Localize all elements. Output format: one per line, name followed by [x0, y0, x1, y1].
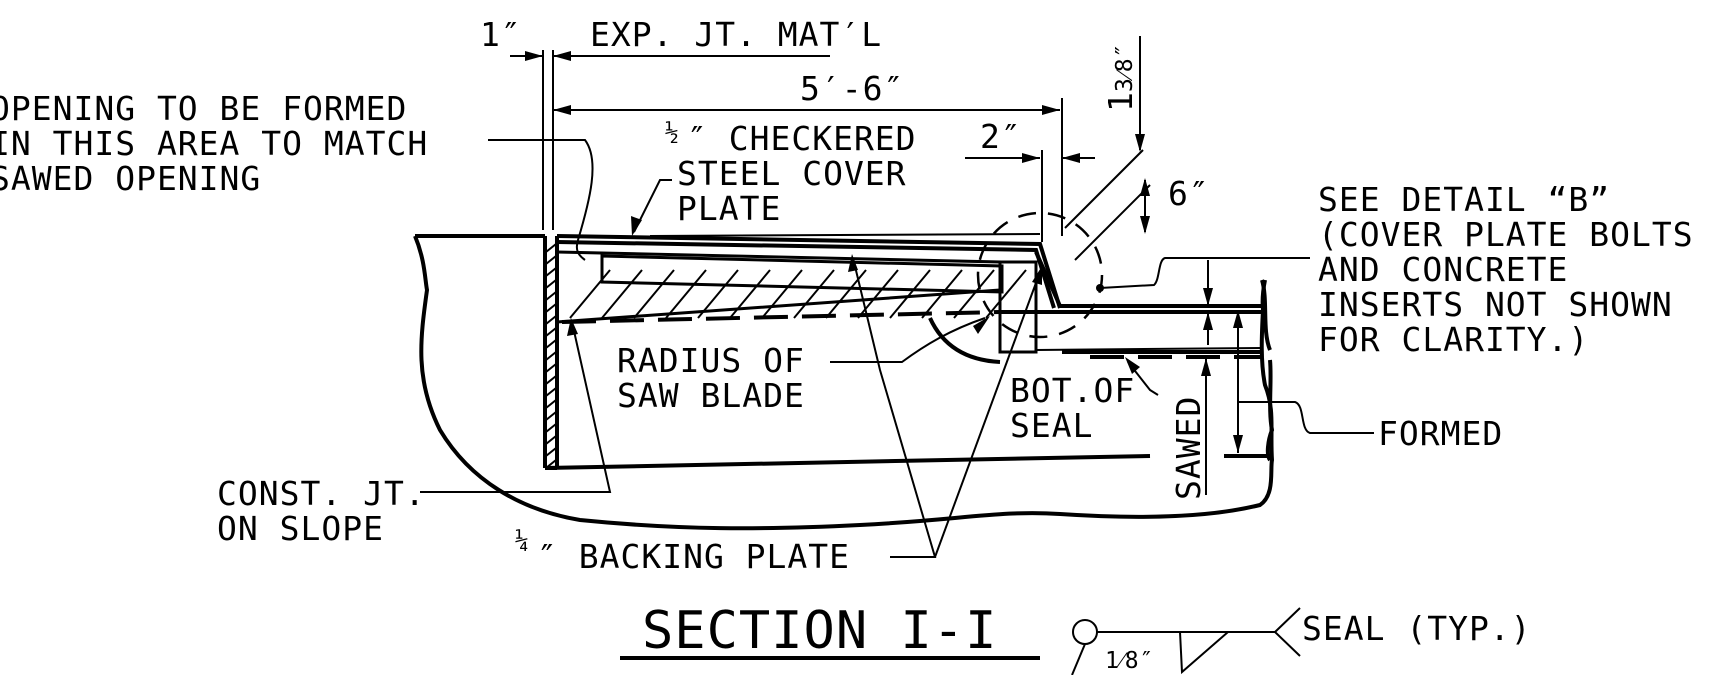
label-weld-size: 1⁄8″ [1105, 648, 1154, 674]
bot-seal-line-1: BOT.OF [1010, 371, 1135, 410]
hatch-line [665, 269, 707, 319]
hatch-line [633, 269, 675, 319]
weld-symbol: 1⁄8″ SEAL (TYP.) [1071, 607, 1532, 675]
label-formed: FORMED [1378, 414, 1503, 453]
note-see-detail: SEE DETAIL “B” (COVER PLATE BOLTS AND CO… [1099, 180, 1694, 359]
label-one-3-8-frac: 3⁄8″ [1112, 43, 1138, 92]
label-exp-jt: EXP. JT. MAT′L [590, 15, 882, 54]
hatch-line [545, 351, 557, 361]
section-title-text: SECTION I-I [642, 601, 997, 661]
label-one-3-8-whole: 1 [1101, 91, 1140, 112]
dim-one-three-eighths: 1 3⁄8″ [1101, 36, 1145, 152]
hatch-line [545, 243, 557, 253]
hatch-line [545, 327, 557, 337]
backing-plate [600, 254, 1004, 294]
label-six-inch: 6″ [1168, 174, 1210, 213]
label-five-six: 5′-6″ [800, 69, 904, 108]
label-backing: ″ BACKING PLATE [537, 537, 850, 576]
hatch-line [545, 435, 557, 445]
hatch-line [545, 339, 557, 349]
hatch-line [545, 279, 557, 289]
hatch-line [569, 269, 611, 319]
detail-line-1: SEE DETAIL “B” [1318, 180, 1610, 219]
detail-line-3: AND CONCRETE [1318, 250, 1568, 289]
label-one-inch: 1″ [480, 15, 522, 54]
note-cover-plate: ½ ″ CHECKERED STEEL COVER PLATE [631, 119, 917, 236]
seal-plate [998, 251, 1263, 354]
const-jt-line-1: CONST. JT. [217, 474, 426, 513]
hatch-line [545, 423, 557, 433]
hatch-line [545, 375, 557, 385]
label-sawed: SAWED [1169, 396, 1208, 500]
hatch-line [953, 269, 995, 319]
opening-line-1: OPENING TO BE FORMED [0, 89, 407, 128]
hatch-line [889, 269, 931, 319]
hatch-line [761, 269, 803, 319]
hatch-line [545, 255, 557, 265]
label-two-inch: 2″ [980, 117, 1022, 156]
note-backing-plate: ¼ ″ BACKING PLATE [515, 254, 1042, 576]
hatch-line [697, 269, 739, 319]
bot-seal-line-2: SEAL [1010, 406, 1093, 445]
checkered-line-2: STEEL COVER [677, 154, 907, 193]
dim-one-inch: 1″ EXP. JT. MAT′L [480, 15, 882, 61]
hatch-line [857, 269, 899, 319]
hatch-line [985, 269, 1027, 319]
checkered-line-3: PLATE [677, 189, 781, 228]
detail-line-4: INSERTS NOT SHOWN [1318, 285, 1673, 324]
formed-opening-dashed [561, 310, 1001, 324]
right-break-line [1260, 279, 1275, 462]
hatch-line [545, 303, 557, 313]
hatch-line [545, 399, 557, 409]
hatch-line [825, 269, 867, 319]
label-quarter: ¼ [515, 528, 530, 554]
dim-seal-gap [1201, 260, 1243, 495]
detail-line-5: FOR CLARITY.) [1318, 320, 1589, 359]
slab-bottom-line [544, 454, 1151, 470]
hatch-line [921, 269, 963, 319]
saw-blade-arc [928, 317, 1001, 364]
detail-line-2: (COVER PLATE BOLTS [1318, 215, 1694, 254]
note-bot-seal: BOT.OF SEAL [1010, 357, 1159, 445]
hatch-line [545, 267, 557, 277]
hatch-line [793, 269, 835, 319]
label-seal-typ: SEAL (TYP.) [1302, 609, 1532, 648]
radius-line-2: SAW BLADE [617, 376, 805, 415]
note-formed: FORMED [1238, 401, 1503, 453]
dim-five-six: 5′-6″ [553, 69, 1063, 236]
opening-line-3: SAWED OPENING [0, 159, 261, 198]
hatch-line [545, 387, 557, 397]
note-const-jt: CONST. JT. ON SLOPE [217, 318, 612, 548]
construction-joint-strip [543, 236, 559, 470]
const-jt-line-2: ON SLOPE [217, 509, 384, 548]
hatch-line [545, 315, 557, 325]
concrete-outline [413, 234, 1275, 531]
opening-line-2: IN THIS AREA TO MATCH [0, 124, 428, 163]
dim-six-inch: 6″ [1064, 149, 1210, 261]
section-title: SECTION I-I [620, 601, 1040, 661]
note-opening: OPENING TO BE FORMED IN THIS AREA TO MAT… [0, 89, 594, 261]
hatch-line [545, 447, 557, 457]
checkered-line-1: ″ CHECKERED [687, 119, 917, 158]
label-half: ½ [665, 120, 680, 146]
hatch-line [601, 269, 643, 319]
hatch-line [545, 411, 557, 421]
dim-two-inch: 2″ [965, 117, 1095, 242]
hatch-line [729, 269, 771, 319]
note-radius: RADIUS OF SAW BLADE [617, 316, 990, 415]
hatch-line [545, 291, 557, 301]
detail-b-circle [976, 211, 1104, 339]
hatch-line [545, 363, 557, 373]
radius-line-1: RADIUS OF [617, 341, 805, 380]
